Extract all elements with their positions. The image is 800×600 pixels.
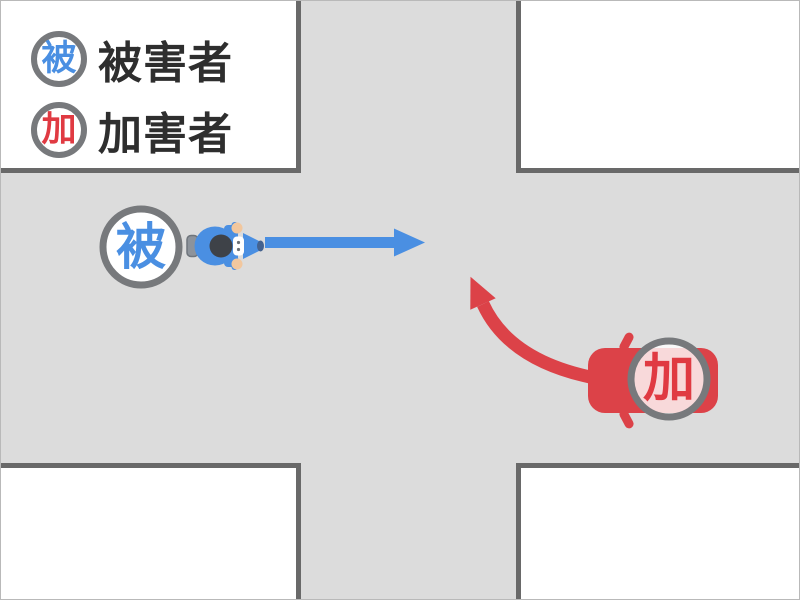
- legend-row-victim: 被 被害者: [31, 27, 233, 91]
- legend-row-offender: 加 加害者: [31, 98, 233, 162]
- corner-block-bottom-right: [516, 463, 799, 599]
- victim-marker-badge: 被: [99, 205, 183, 289]
- legend: 被 被害者 加 加害者: [31, 27, 233, 169]
- offender-marker-badge: 加: [627, 337, 711, 421]
- corner-block-bottom-left: [1, 463, 301, 599]
- victim-direction-arrow-icon: [265, 228, 425, 257]
- victim-badge-icon: 被: [31, 31, 87, 87]
- motorcycle-icon: [186, 222, 264, 270]
- victim-label: 被害者: [98, 38, 233, 89]
- offender-turn-arrow-icon: [470, 276, 597, 385]
- offender-label: 加害者: [98, 109, 233, 160]
- svg-text:加: 加: [643, 349, 695, 409]
- svg-text:被: 被: [116, 218, 166, 276]
- corner-block-top-right: [516, 1, 799, 173]
- offender-badge-icon: 加: [31, 102, 87, 158]
